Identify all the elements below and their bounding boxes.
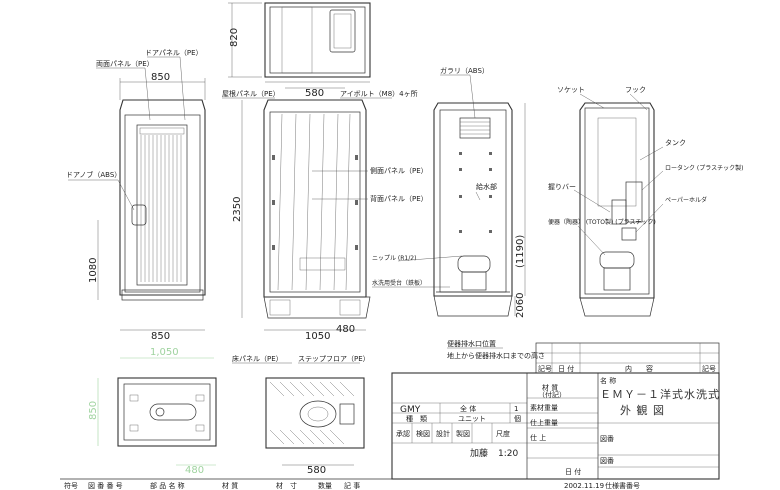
hook-label: フック — [625, 86, 646, 94]
front-height-dim: 1080 — [88, 258, 99, 283]
tank-label: タンク — [665, 138, 686, 147]
front-view: 850 850 1080 両面パネル（PE） ドアパネル（PE） ドアノブ（AB… — [66, 49, 206, 342]
nipple-label: ニップル (R1/2) — [372, 255, 416, 262]
floor-bottom-dim: 580 — [307, 465, 326, 476]
bom-qty: 数量 — [318, 481, 332, 490]
toilet-label: 便器（陶器） (TOTO製) (プラスチック) — [548, 218, 656, 226]
socket-label: ソケット — [557, 86, 585, 94]
front-door-knob-label: ドアノブ（ABS） — [66, 170, 121, 179]
drawing-no: 図番 — [600, 435, 614, 443]
rev-col-symbol: 記号 — [538, 364, 552, 373]
water-supply-label: 給水部 — [476, 182, 497, 191]
side-width-dim: 1050 — [305, 331, 330, 342]
side-height-dim: 2350 — [232, 197, 243, 222]
finish: 仕 上 — [530, 433, 546, 442]
material-label: 材 質 — [542, 383, 558, 392]
back-panel-label: 背面パネル（PE） — [370, 194, 428, 203]
rev-col-content: 内 容 — [625, 364, 653, 373]
bom-no: 符号 — [64, 481, 78, 490]
back-section-view: ガラリ（ABS） (1190) 2060 給水部 ニップル (R1/2) 水洗用… — [372, 66, 526, 318]
side-eyebolt-label: アイボルト（M8）4ヶ所 — [340, 89, 418, 98]
front-bottom-width-dim: 850 — [151, 331, 170, 342]
front-door-panel-label: ドアパネル（PE） — [145, 49, 203, 57]
front-top-width-dim: 850 — [151, 72, 170, 83]
parts-list-header: 符号 図 番 番 号 部 品 名 称 材 質 材 寸 数量 記 事 — [60, 478, 392, 490]
title-block: 材 質 （付記） 名 称 ＥＭＹ－１洋式水洗式 外 観 図 GMY 全 体 1 … — [391, 372, 720, 490]
approve: 承認 — [396, 429, 410, 438]
unit-label: ユニット — [458, 415, 486, 423]
processing: 加藤 — [470, 447, 488, 459]
water-tray-label: 水洗用受台（鉄板） — [372, 279, 426, 287]
bom-part-no: 図 番 番 号 — [88, 482, 123, 490]
bom-material: 材 質 — [222, 481, 238, 490]
back-1190-dim: (1190) — [515, 235, 526, 268]
unit-value: 個 — [514, 414, 521, 423]
top-view-height-dim: 820 — [229, 28, 240, 47]
registry: 仕様書番号 — [605, 481, 640, 490]
note-block: 便器排水口位置 地上から便器排水口までの高さ — [447, 339, 545, 360]
back-2060-dim: 2060 — [515, 293, 526, 318]
glass-label: ガラリ（ABS） — [440, 66, 489, 75]
note-title: 便器排水口位置 — [447, 339, 496, 348]
bom-note: 記 事 — [344, 481, 360, 490]
step-floor-label: ステップフロア（PE） — [298, 355, 370, 363]
date-label: 日 付 — [565, 467, 581, 476]
paper-holder-label: ペーパーホルダ — [665, 196, 707, 204]
revision-table: 記号 日 付 内 容 記号 — [535, 342, 720, 374]
quantity-label: 全 体 — [460, 404, 476, 413]
material-sub: （付記） — [538, 390, 566, 399]
bom-size: 材 寸 — [276, 481, 297, 490]
top-view-width-dim: 580 — [305, 88, 324, 99]
product-name: ＥＭＹ－１洋式水洗式 — [600, 387, 720, 401]
drawing-label: 図番 — [600, 457, 614, 465]
material-weight: 素材重量 — [530, 403, 558, 412]
draft: 製図 — [456, 429, 470, 438]
bom-part-name: 部 品 名 称 — [150, 481, 185, 490]
floor-view: 床パネル（PE） ステップフロア（PE） 580 — [232, 354, 370, 476]
front-side-panel-label: 両面パネル（PE） — [96, 60, 154, 68]
finish-weight: 仕上重量 — [530, 418, 558, 427]
name-label: 名 称 — [600, 376, 616, 385]
low-tank-label: ロータンク (プラスチック製) — [665, 164, 743, 172]
drawing-type: 外 観 図 — [620, 403, 665, 417]
plan-bottom-dim: 480 — [185, 465, 204, 476]
plan-top-dim: 1,050 — [150, 347, 179, 358]
top-view: 820 — [228, 2, 371, 83]
design: 設計 — [436, 429, 450, 438]
interior-view: ソケット フック タンク ロータンク (プラスチック製) 握りバー ペーパーホル… — [548, 86, 743, 317]
floor-panel-label: 床パネル（PE） — [232, 354, 283, 363]
side-panel-label: 側面パネル（PE） — [370, 166, 428, 175]
kind-label: 種 類 — [406, 414, 427, 423]
side-roof-panel-label: 屋根パネル（PE） — [222, 89, 280, 98]
plan-side-dim: 850 — [88, 401, 99, 420]
side-view: 屋根パネル（PE） アイボルト（M8）4ヶ所 580 2350 1050 480… — [222, 87, 428, 342]
plan-view: 1,050 850 480 — [88, 347, 217, 476]
handrail-label: 握りバー — [548, 182, 576, 191]
rev-col-date: 日 付 — [558, 364, 574, 373]
check: 検図 — [416, 429, 430, 438]
model: GMY — [400, 405, 421, 415]
side-480-dim: 480 — [336, 324, 355, 335]
date: 2002.11.19 — [564, 482, 604, 490]
note-text: 地上から便器排水口までの高さ — [447, 351, 545, 360]
quantity: 1 — [514, 405, 518, 413]
scale-label: 尺度 — [496, 429, 510, 438]
scale: 1:20 — [498, 449, 518, 459]
rev-col-sign: 記号 — [702, 364, 716, 373]
